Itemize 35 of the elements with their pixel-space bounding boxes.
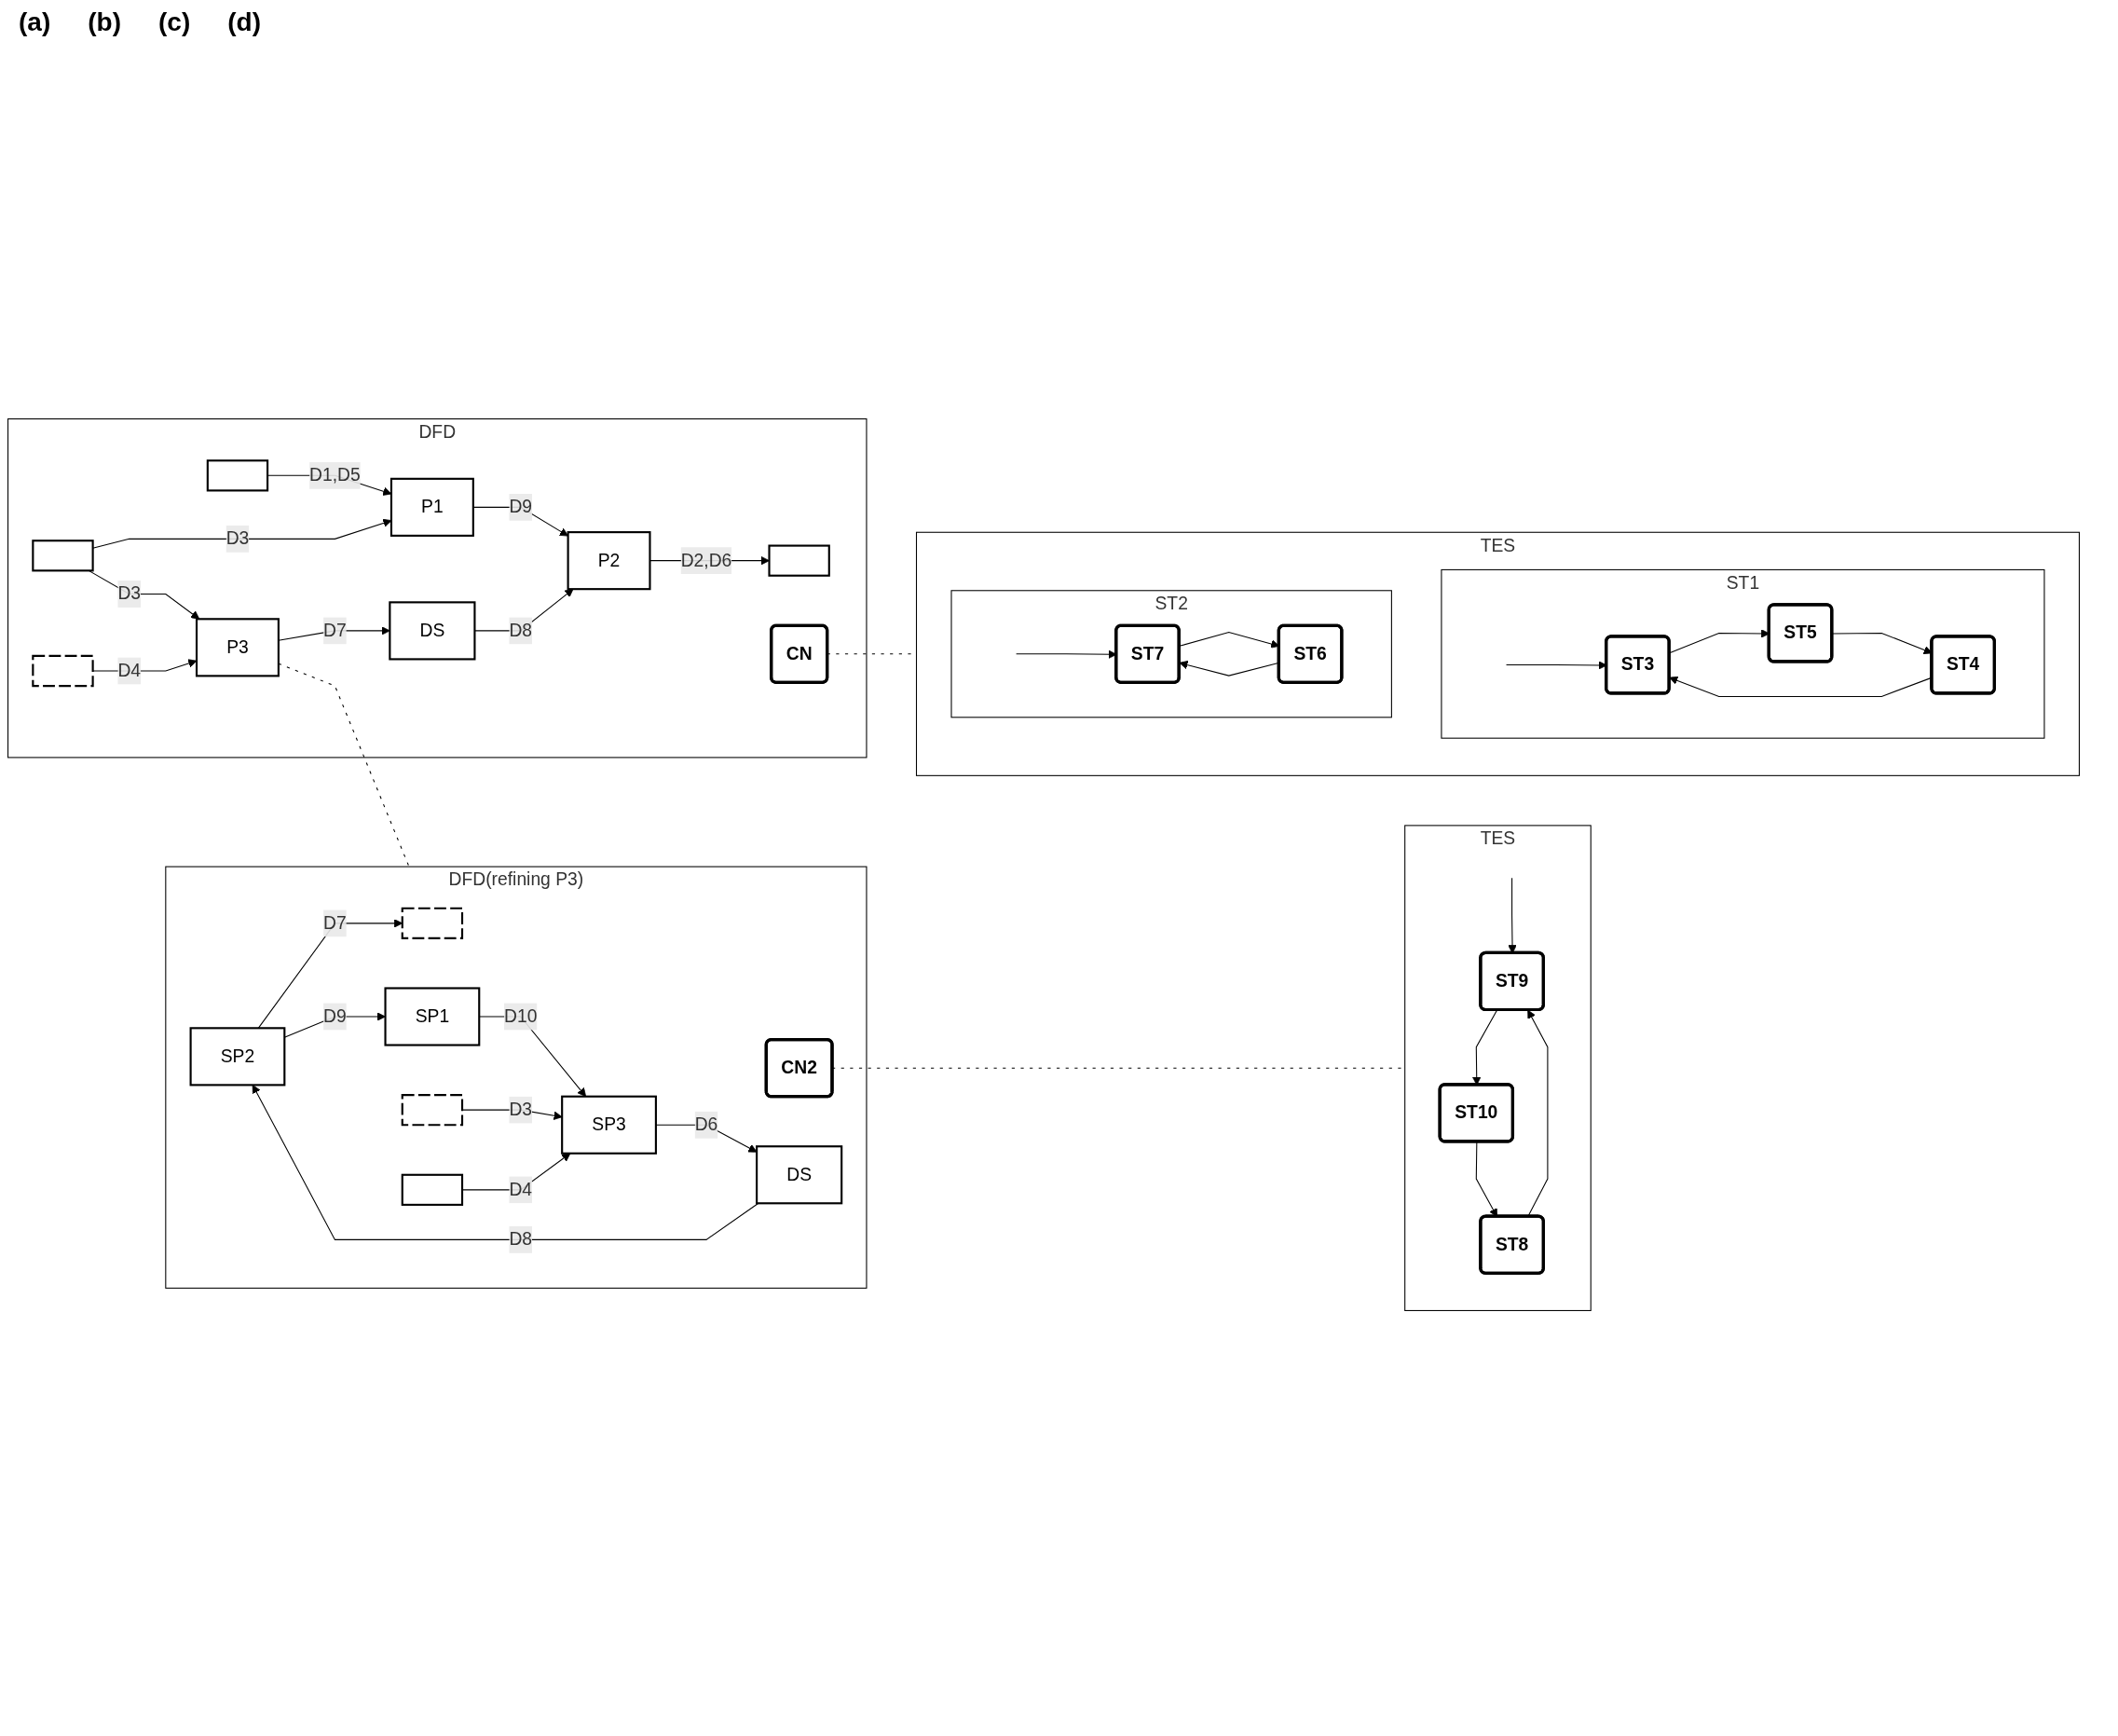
node-box xyxy=(32,540,94,572)
node-box xyxy=(768,544,830,577)
panel-label: (a) xyxy=(19,7,51,37)
edge-label: D1,D5 xyxy=(309,465,361,485)
node-box: P2 xyxy=(567,531,651,591)
node-box xyxy=(401,1173,464,1206)
node-box: DS xyxy=(756,1145,843,1205)
node-box: P1 xyxy=(389,477,474,537)
node-box: SP1 xyxy=(384,987,481,1046)
panel-label: (c) xyxy=(158,7,191,37)
node-box xyxy=(206,459,269,492)
edge-label: D10 xyxy=(504,1005,538,1027)
panel-label: (d) xyxy=(227,7,261,37)
connector xyxy=(278,663,410,868)
node-box: SP3 xyxy=(561,1095,657,1155)
edge-label: D7 xyxy=(323,912,347,934)
edge-label: D2,D6 xyxy=(680,550,732,570)
node-box: SP2 xyxy=(189,1027,286,1087)
edge-label: D4 xyxy=(117,660,142,681)
edge-label: D8 xyxy=(509,620,533,641)
edge-label: D6 xyxy=(694,1114,718,1135)
edge-label: D9 xyxy=(509,497,533,517)
edge-label: D9 xyxy=(323,1005,347,1027)
edge-label: D3 xyxy=(117,583,142,604)
panel-label: (b) xyxy=(88,7,121,37)
edge-label: D3 xyxy=(509,1099,533,1120)
edge-label: D4 xyxy=(509,1179,533,1200)
edge-label: D7 xyxy=(323,620,347,641)
edge-label: D8 xyxy=(509,1229,533,1250)
node-bar xyxy=(401,907,464,939)
node-bar xyxy=(32,654,94,688)
node-box: DS xyxy=(389,601,476,661)
node-bar xyxy=(401,1094,464,1127)
node-box: P3 xyxy=(195,618,280,677)
edge-label: D3 xyxy=(225,528,250,549)
